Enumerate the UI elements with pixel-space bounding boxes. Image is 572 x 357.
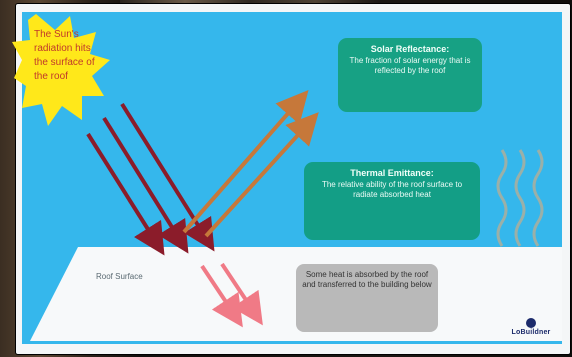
incoming-arrow-1 [86, 132, 165, 256]
thermal-emittance-callout: Thermal Emittance: The relative ability … [304, 162, 480, 240]
incoming-arrow-3 [120, 102, 215, 252]
thermal-emittance-title: Thermal Emittance: [350, 168, 434, 178]
absorbed-arrow-2 [220, 262, 263, 326]
absorbed-arrow-1 [200, 264, 243, 328]
logo-text: LoBuildner [511, 329, 551, 336]
reflected-arrow-1 [182, 89, 309, 234]
sun-radiation-text: The Sun's radiation hits the surface of … [34, 29, 95, 82]
solar-reflectance-body: The fraction of solar energy that is ref… [349, 56, 471, 75]
solar-reflectance-title: Solar Reflectance: [370, 44, 450, 54]
reflected-arrow-2 [204, 112, 319, 238]
roof-surface-label: Roof Surface [96, 272, 143, 281]
absorbed-heat-callout: Some heat is absorbed by the roof and tr… [296, 264, 438, 332]
absorbed-heat-body: Some heat is absorbed by the roof and tr… [302, 270, 432, 289]
logo-mark-icon [526, 318, 536, 328]
thermal-emittance-body: The relative ability of the roof surface… [321, 180, 463, 199]
solar-reflectance-callout: Solar Reflectance: The fraction of solar… [338, 38, 482, 112]
lobuildner-logo: LoBuildner [506, 318, 556, 346]
heat-waves-icon [496, 149, 544, 247]
sun-icon [12, 14, 110, 126]
incoming-arrow-2 [102, 116, 189, 254]
